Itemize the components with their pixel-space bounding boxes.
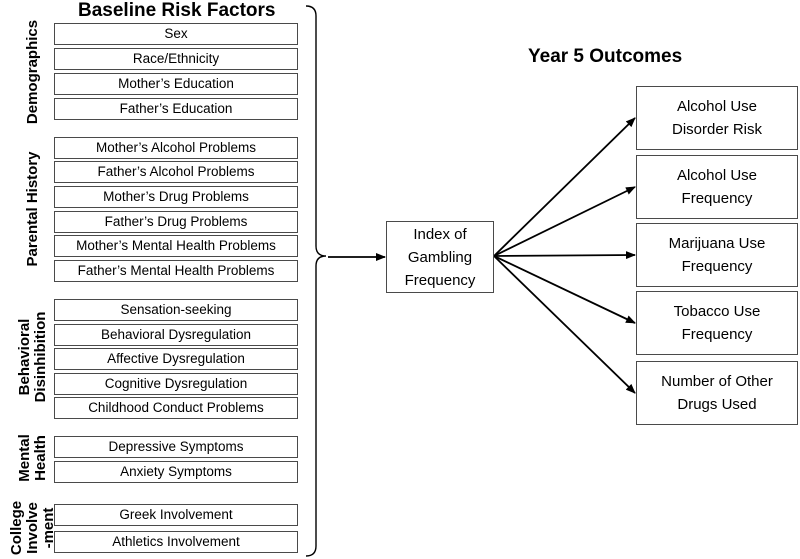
- risk-factor-box: Greek Involvement: [54, 504, 298, 526]
- outcome-box: Number of Other Drugs Used: [636, 361, 798, 425]
- risk-factor-box: Sensation-seeking: [54, 299, 298, 321]
- group-label-0: Demographics: [24, 19, 41, 125]
- risk-factor-box: Mother’s Mental Health Problems: [54, 235, 298, 257]
- risk-factor-box: Behavioral Dysregulation: [54, 324, 298, 346]
- risk-factor-box: Mother’s Alcohol Problems: [54, 137, 298, 159]
- risk-factor-box: Mother’s Drug Problems: [54, 186, 298, 208]
- gambling-index-box: Index of Gambling Frequency: [386, 221, 494, 293]
- risk-factor-box: Depressive Symptoms: [54, 436, 298, 458]
- outcome-box: Alcohol Use Disorder Risk: [636, 86, 798, 150]
- risk-factor-box: Father’s Mental Health Problems: [54, 260, 298, 282]
- risk-factor-box: Cognitive Dysregulation: [54, 373, 298, 395]
- group-label-3: Mental Health: [16, 434, 49, 482]
- arrow-to-outcome: [493, 255, 636, 324]
- risk-factor-box: Anxiety Symptoms: [54, 461, 298, 483]
- risk-factor-box: Athletics Involvement: [54, 531, 298, 553]
- risk-factor-box: Childhood Conduct Problems: [54, 397, 298, 419]
- risk-factor-box: Father’s Drug Problems: [54, 211, 298, 233]
- left-title: Baseline Risk Factors: [78, 0, 276, 21]
- arrow-to-outcome: [493, 251, 636, 260]
- outcome-box: Tobacco Use Frequency: [636, 291, 798, 355]
- risk-factor-box: Race/Ethnicity: [54, 48, 298, 70]
- risk-factor-box: Father’s Alcohol Problems: [54, 161, 298, 183]
- arrow-to-outcome: [493, 186, 636, 257]
- group-label-2: Behavioral Disinhibition: [16, 311, 49, 403]
- risk-factor-box: Affective Dysregulation: [54, 348, 298, 370]
- brace-connector: [305, 5, 327, 557]
- arrow-to-outcome: [493, 255, 636, 394]
- right-title: Year 5 Outcomes: [528, 46, 683, 67]
- arrow-to-outcome: [493, 117, 636, 257]
- group-label-1: Parental History: [24, 151, 41, 267]
- group-label-4: College Involve -ment: [8, 500, 57, 556]
- risk-factor-box: Sex: [54, 23, 298, 45]
- outcome-box: Alcohol Use Frequency: [636, 155, 798, 219]
- risk-factor-box: Father’s Education: [54, 98, 298, 120]
- outcome-box: Marijuana Use Frequency: [636, 223, 798, 287]
- risk-factor-box: Mother’s Education: [54, 73, 298, 95]
